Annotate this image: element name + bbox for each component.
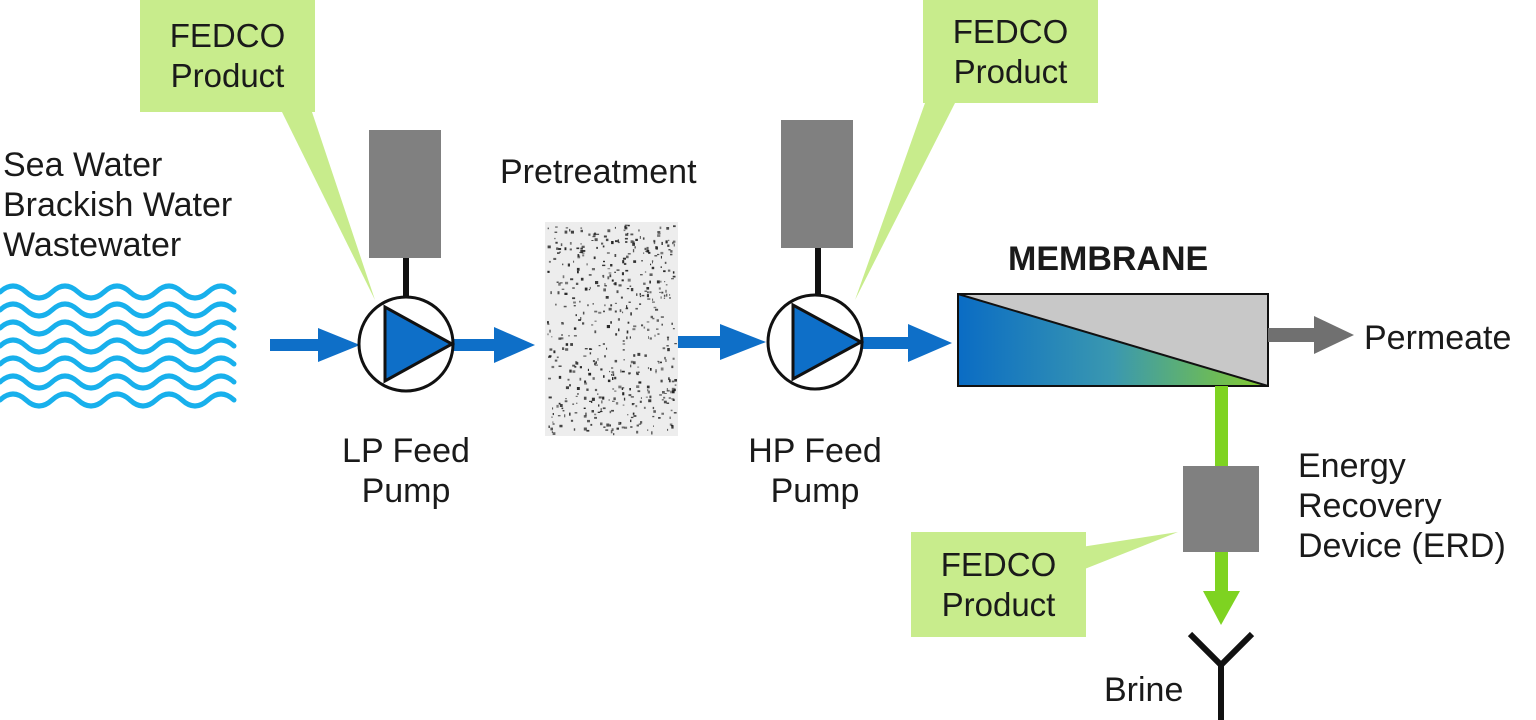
water-waves-icon <box>0 283 237 409</box>
source-label-sea-water: Sea Water <box>3 146 163 184</box>
fedco-callout-erd: FEDCO Product <box>911 532 1086 637</box>
hp-motor <box>781 120 853 248</box>
feed-arrow-2 <box>450 327 535 363</box>
feed-arrow-3 <box>678 324 766 360</box>
callout-pointer-1 <box>282 112 375 300</box>
fedco-callout-hp: FEDCO Product <box>923 0 1098 103</box>
drain-icon <box>1187 631 1255 720</box>
brine-line-upper <box>1215 386 1228 466</box>
source-label-brackish-water: Brackish Water <box>3 186 233 224</box>
permeate-arrow <box>1268 316 1354 354</box>
membrane-label: MEMBRANE <box>1008 240 1209 278</box>
erd-label: Energy Recovery Device (ERD) <box>1298 447 1506 565</box>
fedco-callout-lp: FEDCO Product <box>140 0 315 112</box>
lp-motor <box>369 130 441 258</box>
permeate-label: Permeate <box>1364 319 1512 357</box>
pretreatment-label: Pretreatment <box>500 153 697 191</box>
brine-arrow <box>1203 552 1240 625</box>
brine-label: Brine <box>1104 671 1184 709</box>
source-label-wastewater: Wastewater <box>3 226 182 264</box>
membrane-unit <box>957 293 1269 387</box>
hp-pump-label: HP Feed Pump <box>748 432 882 510</box>
erd-device <box>1183 466 1259 552</box>
feed-arrow-1 <box>270 328 360 362</box>
callout-pointer-2 <box>855 103 955 300</box>
lp-feed-pump-icon <box>357 130 456 393</box>
feed-arrow-4 <box>860 324 952 362</box>
lp-pump-label: LP Feed Pump <box>342 432 470 510</box>
pretreatment-filter <box>545 222 678 436</box>
hp-feed-pump-icon <box>766 120 865 391</box>
callout-pointer-3 <box>1062 532 1178 578</box>
